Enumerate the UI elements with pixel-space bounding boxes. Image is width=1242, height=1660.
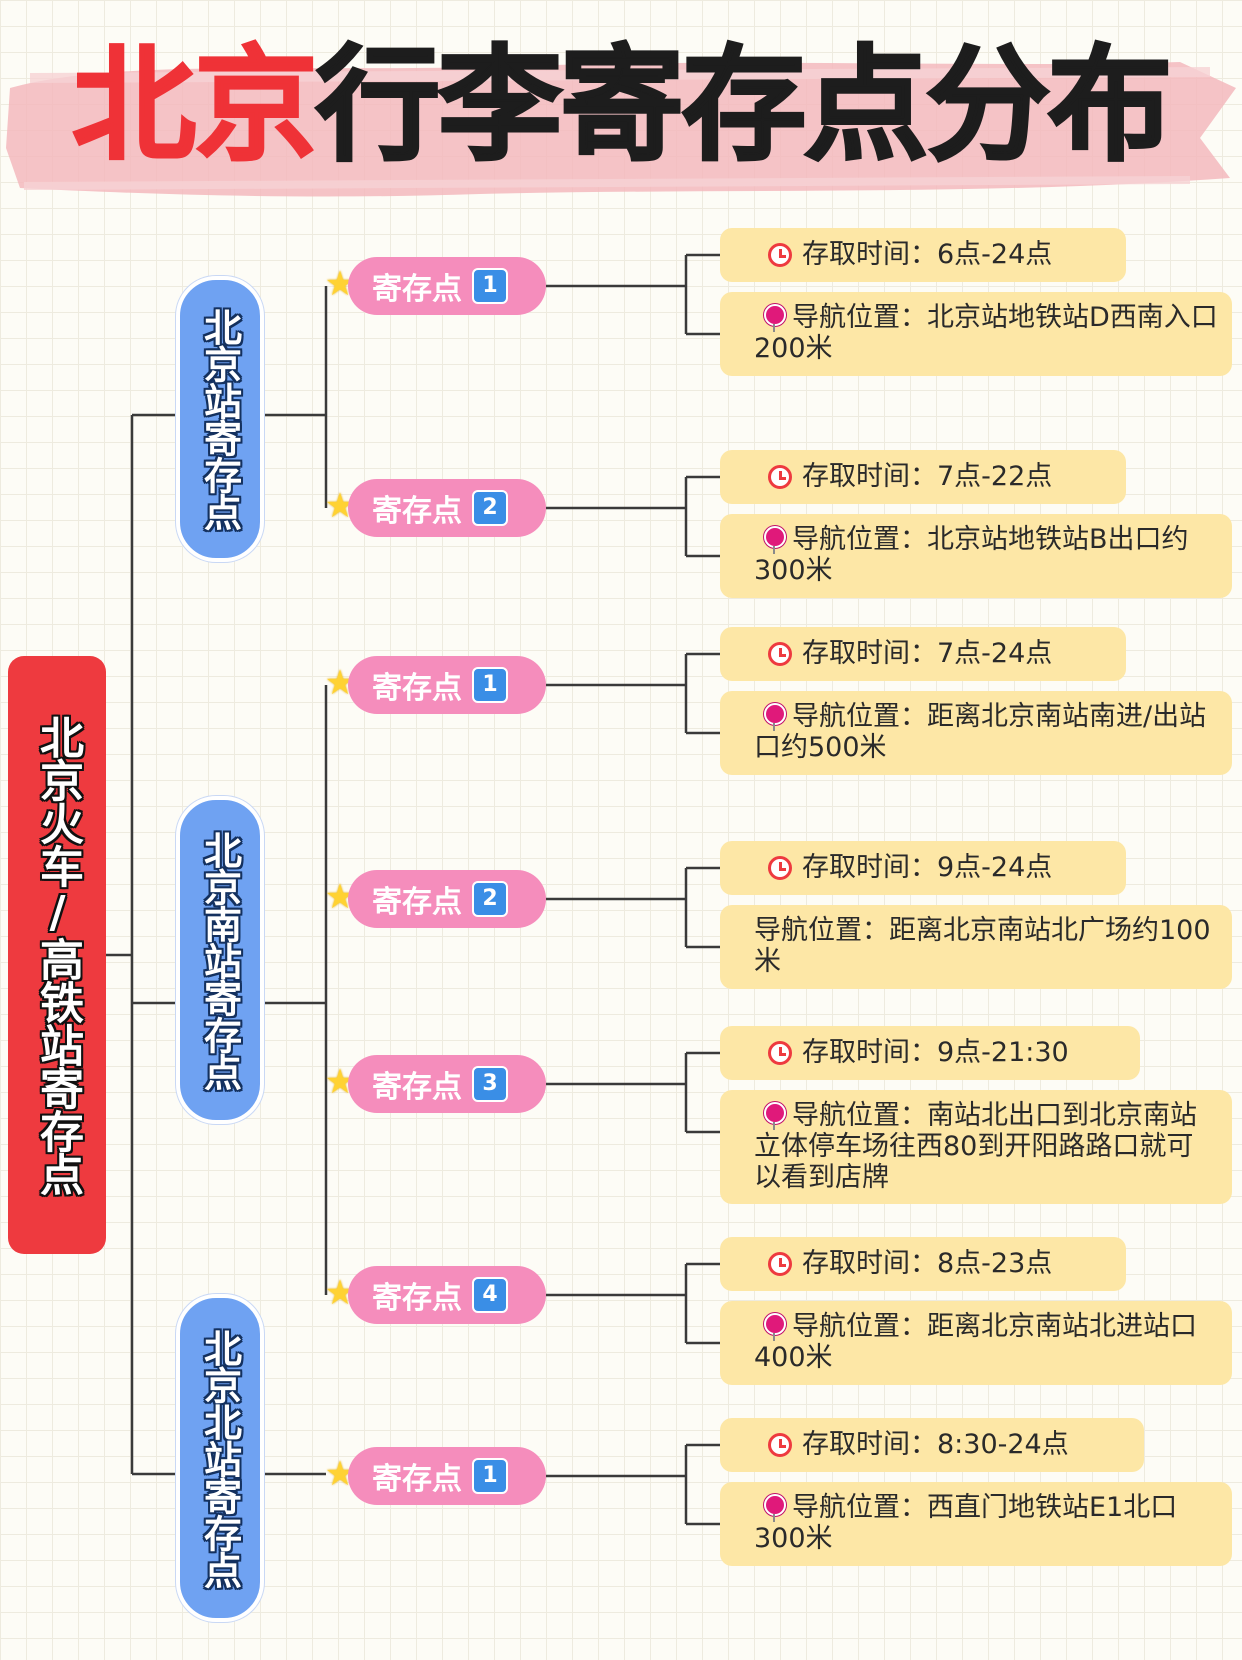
- navigation-text: 导航位置：距离北京南站北广场约100米: [754, 915, 1211, 977]
- location-pin-icon: [764, 526, 786, 554]
- storage-point-label: 寄存点: [372, 671, 462, 706]
- root-node: 北京火车/高铁站寄存点: [8, 656, 106, 1254]
- number-badge: 1: [472, 1458, 508, 1494]
- location-pin-icon: [764, 1494, 786, 1522]
- number-badge: 1: [472, 268, 508, 304]
- title-rest: 行李寄存点分布: [314, 33, 1173, 180]
- navigation-location: 导航位置：北京站地铁站B出口约300米: [720, 514, 1232, 598]
- storage-point-node: 寄存点 1: [348, 1447, 546, 1505]
- station-node: 北京南站寄存点: [176, 796, 264, 1124]
- location-pin-icon: [764, 1102, 786, 1130]
- root-label: 北京火车/高铁站寄存点: [32, 715, 83, 1195]
- storage-point-label: 寄存点: [372, 494, 462, 529]
- location-pin-icon: [764, 304, 786, 332]
- navigation-location: 导航位置：距离北京南站北广场约100米: [720, 905, 1232, 989]
- navigation-location: 导航位置：距离北京南站南进/出站口约500米: [720, 691, 1232, 775]
- storage-point-node: 寄存点 2: [348, 479, 546, 537]
- station-label: 北京南站寄存点: [197, 830, 242, 1090]
- number-badge: 2: [472, 490, 508, 526]
- navigation-text: 导航位置：南站北出口到北京南站立体停车场往西80到开阳路路口就可以看到店牌: [754, 1100, 1197, 1193]
- alarm-clock-icon: [768, 1041, 792, 1065]
- station-label: 北京站寄存点: [197, 308, 242, 530]
- station-node: 北京站寄存点: [176, 276, 264, 562]
- station-node: 北京北站寄存点: [176, 1294, 264, 1622]
- station-label: 北京北站寄存点: [197, 1328, 242, 1588]
- alarm-clock-icon: [768, 243, 792, 267]
- number-badge: 1: [472, 667, 508, 703]
- storage-point-node: 寄存点 3: [348, 1055, 546, 1113]
- storage-point-node: 寄存点 2: [348, 870, 546, 928]
- storage-point-node: 寄存点 1: [348, 257, 546, 315]
- alarm-clock-icon: [768, 1252, 792, 1276]
- navigation-text: 导航位置：北京站地铁站D西南入口200米: [754, 302, 1218, 364]
- storage-point-label: 寄存点: [372, 1281, 462, 1316]
- page-title: 北京行李寄存点分布: [40, 26, 1202, 186]
- navigation-text: 导航位置：距离北京南站北进站口400米: [754, 1311, 1197, 1373]
- navigation-location: 导航位置：距离北京南站北进站口400米: [720, 1301, 1232, 1385]
- navigation-location: 导航位置：西直门地铁站E1北口300米: [720, 1482, 1232, 1566]
- navigation-text: 导航位置：西直门地铁站E1北口300米: [754, 1492, 1178, 1554]
- alarm-clock-icon: [768, 465, 792, 489]
- storage-point-label: 寄存点: [372, 1070, 462, 1105]
- title-brush-background: [6, 62, 1236, 197]
- number-badge: 2: [472, 881, 508, 917]
- navigation-location: 导航位置：北京站地铁站D西南入口200米: [720, 292, 1232, 376]
- opening-hours: 存取时间：9点-24点: [720, 841, 1126, 895]
- navigation-location: 导航位置：南站北出口到北京南站立体停车场往西80到开阳路路口就可以看到店牌: [720, 1090, 1232, 1204]
- alarm-clock-icon: [768, 856, 792, 880]
- storage-point-node: 寄存点 4: [348, 1266, 546, 1324]
- number-badge: 3: [472, 1066, 508, 1102]
- title-highlight: 北京: [71, 33, 319, 179]
- storage-point-label: 寄存点: [372, 885, 462, 920]
- storage-point-label: 寄存点: [372, 1462, 462, 1497]
- storage-point-node: 寄存点 1: [348, 656, 546, 714]
- location-pin-icon: [764, 1313, 786, 1341]
- number-badge: 4: [472, 1277, 508, 1313]
- alarm-clock-icon: [768, 642, 792, 666]
- location-pin-icon: [764, 703, 786, 731]
- navigation-text: 导航位置：北京站地铁站B出口约300米: [754, 524, 1189, 586]
- opening-hours: 存取时间：6点-24点: [720, 228, 1126, 282]
- storage-point-label: 寄存点: [372, 272, 462, 307]
- alarm-clock-icon: [768, 1433, 792, 1457]
- navigation-text: 导航位置：距离北京南站南进/出站口约500米: [754, 701, 1207, 763]
